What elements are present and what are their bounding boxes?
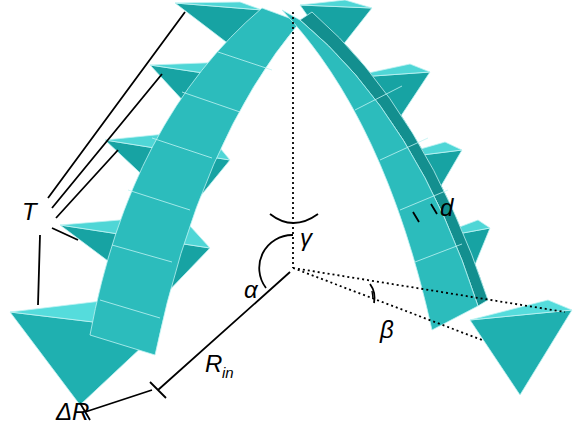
dimension-label: R <box>205 352 222 376</box>
angle-label: β <box>380 318 394 342</box>
dimension-label: ΔR <box>56 400 89 424</box>
subscript-label: in <box>222 365 234 380</box>
part-label: T <box>22 200 37 224</box>
angle-label: γ <box>300 226 312 250</box>
angle-label: α <box>244 278 258 302</box>
dimension-label: d <box>440 196 453 220</box>
